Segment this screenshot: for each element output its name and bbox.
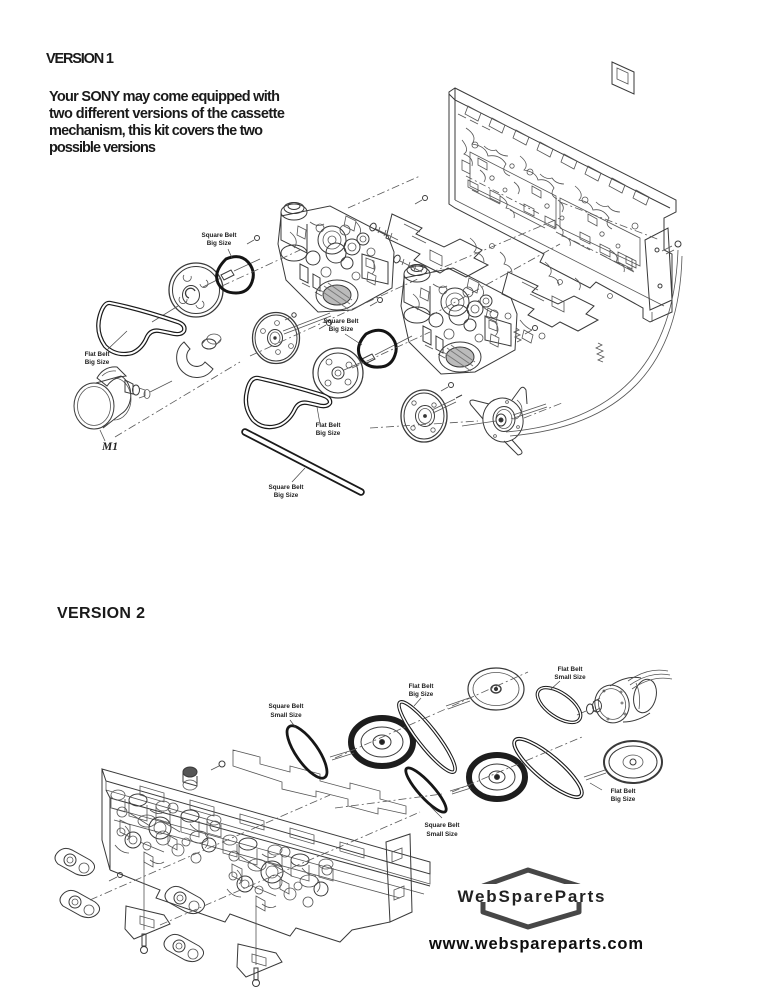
svg-text:www.webspareparts.com: www.webspareparts.com — [428, 935, 643, 953]
svg-text:Square Belt: Square Belt — [269, 703, 305, 710]
svg-text:Big Size: Big Size — [85, 359, 110, 366]
svg-text:Big Size: Big Size — [611, 796, 636, 803]
svg-text:Square Belt: Square Belt — [202, 232, 238, 239]
svg-text:mechanism, this kit covers the: mechanism, this kit covers the two — [49, 123, 263, 139]
svg-text:Flat Belt: Flat Belt — [409, 683, 435, 690]
svg-text:M1: M1 — [101, 441, 118, 453]
svg-text:Big Size: Big Size — [207, 240, 232, 247]
svg-text:Square Belt: Square Belt — [324, 318, 360, 325]
svg-text:Flat Belt: Flat Belt — [558, 666, 584, 673]
svg-text:VERSION 1: VERSION 1 — [46, 51, 114, 67]
svg-text:Square Belt: Square Belt — [269, 484, 305, 491]
svg-text:Big Size: Big Size — [409, 691, 434, 698]
svg-text:Small Size: Small Size — [554, 674, 586, 681]
svg-text:possible versions: possible versions — [49, 140, 156, 156]
svg-text:Your SONY may come equipped wi: Your SONY may come equipped with — [49, 89, 280, 105]
svg-text:Square Belt: Square Belt — [425, 822, 461, 829]
svg-text:Big Size: Big Size — [316, 430, 341, 437]
svg-text:Big Size: Big Size — [274, 492, 299, 499]
svg-text:WebSpareParts: WebSpareParts — [458, 887, 605, 906]
svg-text:Flat Belt: Flat Belt — [85, 351, 111, 358]
svg-text:Small Size: Small Size — [270, 712, 302, 719]
svg-text:Big Size: Big Size — [329, 326, 354, 333]
svg-text:two different versions of the: two different versions of the cassette — [49, 106, 285, 122]
svg-text:Small Size: Small Size — [426, 831, 458, 838]
svg-text:Flat Belt: Flat Belt — [316, 422, 342, 429]
svg-text:Flat Belt: Flat Belt — [611, 788, 637, 795]
svg-text:VERSION 2: VERSION 2 — [57, 605, 145, 622]
